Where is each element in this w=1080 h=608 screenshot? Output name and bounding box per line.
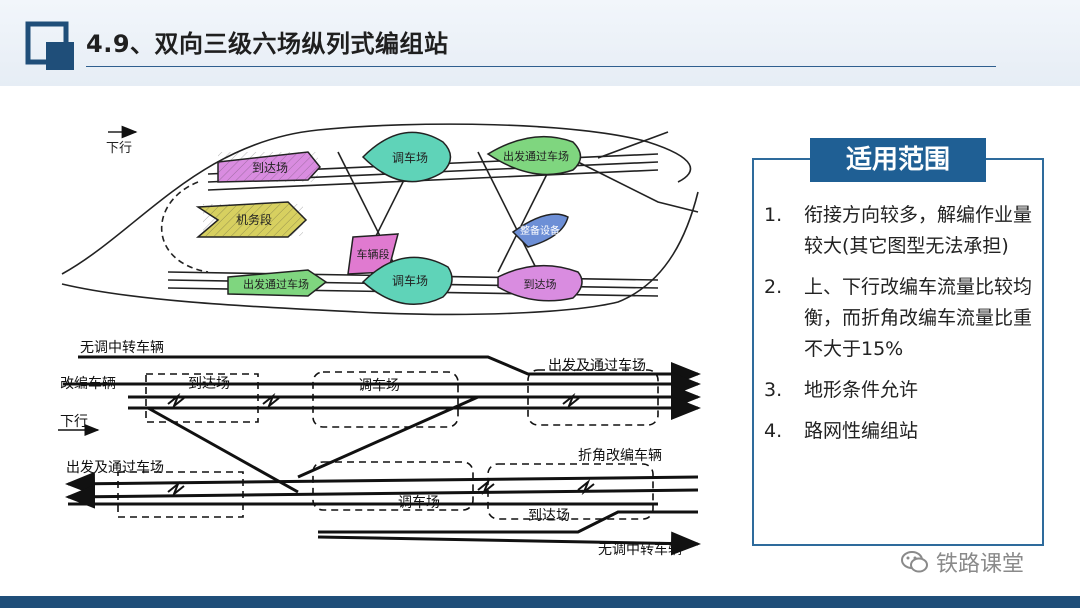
- yard-boxes: [117, 369, 659, 520]
- label-departure-1: 出发及通过车场: [548, 357, 646, 374]
- label-reclassify: 改编车辆: [60, 375, 116, 392]
- list-item-number: 1.: [764, 204, 783, 226]
- footer-bar: [0, 596, 1080, 608]
- applicability-list: 1. 衔接方向较多，解编作业量较大(其它图型无法承担) 2. 上、下行改编车流量…: [764, 200, 1036, 457]
- yard-label: 机务段: [236, 212, 272, 227]
- list-item: 3. 地形条件允许: [764, 375, 1036, 406]
- yard-box: [527, 369, 659, 426]
- list-item: 4. 路网性编组站: [764, 416, 1036, 447]
- label-through-bottom: 无调中转车辆: [598, 541, 682, 558]
- list-item-text: 地形条件允许: [804, 379, 919, 401]
- label-hump-1: 调车场: [358, 377, 400, 394]
- track-line: [78, 355, 701, 386]
- panel-heading: 适用范围: [810, 138, 986, 182]
- track-line: [160, 181, 209, 273]
- label-through-top: 无调中转车辆: [80, 339, 164, 356]
- yard-box: [117, 471, 244, 518]
- switch-mark: [562, 392, 580, 410]
- wechat-icon: [901, 551, 928, 573]
- yard-hump-down: 调车场: [361, 256, 453, 305]
- track-line: [597, 131, 669, 159]
- track-line: [61, 191, 699, 316]
- yard-layout-diagram: 到达场 调车场 出发通过车场 机务段 整备设备 车辆段 出发通过车场 调车场 到…: [58, 123, 701, 558]
- yard-arrival-down: 到达场: [497, 264, 583, 302]
- yard-box: [312, 371, 459, 428]
- watermark: 铁路课堂: [900, 546, 1024, 578]
- switch-mark: [167, 392, 185, 410]
- yard-label: 到达场: [524, 277, 557, 291]
- label-hump-2: 调车场: [398, 494, 440, 511]
- track-line: [318, 510, 698, 534]
- yard-label: 出发通过车场: [503, 149, 569, 163]
- yard-departure-down: 出发通过车场: [227, 269, 328, 297]
- logo-squares-icon: [25, 21, 74, 70]
- bottom-labels: 无调中转车辆 改编车辆 到达场 调车场 出发及通过车场 下行 出发及通过车场 折…: [60, 339, 682, 558]
- page-title: 4.9、双向三级六场纵列式编组站: [86, 30, 449, 58]
- track-line: [147, 406, 299, 494]
- label-arrival-1: 到达场: [188, 376, 230, 392]
- list-item-text: 衔接方向较多，解编作业量较大(其它图型无法承担): [804, 204, 1033, 257]
- yard-label: 调车场: [392, 150, 428, 165]
- track-line: [65, 471, 699, 496]
- applicability-panel: [752, 158, 1044, 546]
- direction-label: 下行: [106, 141, 132, 156]
- label-arrival-2: 到达场: [528, 508, 570, 524]
- title-divider: [86, 66, 996, 67]
- switch-mark: [167, 480, 185, 498]
- list-item-number: 3.: [764, 379, 783, 401]
- yard-box: [145, 373, 259, 423]
- list-item-number: 4.: [764, 420, 783, 442]
- list-item: 2. 上、下行改编车流量比较均衡，而折角改编车流量比重不大于15%: [764, 272, 1036, 365]
- yard-depot: 机务段: [195, 201, 308, 238]
- yard-label: 调车场: [392, 273, 428, 288]
- track-line: [577, 161, 699, 213]
- track-line: [477, 151, 539, 273]
- list-item: 1. 衔接方向较多，解编作业量较大(其它图型无法承担): [764, 200, 1036, 262]
- yard-box: [312, 461, 474, 511]
- track-line: [297, 395, 479, 479]
- list-item-text: 路网性编组站: [804, 420, 919, 442]
- list-item-text: 上、下行改编车流量比较均衡，而折角改编车流量比重不大于15%: [804, 276, 1033, 360]
- yard-label: 车辆段: [357, 247, 390, 261]
- yard-label: 整备设备: [520, 224, 560, 237]
- label-departure-2: 出发及通过车场: [66, 459, 164, 476]
- switch-mark: [477, 478, 495, 496]
- yard-arrival-up: 到达场: [217, 151, 321, 183]
- track-line: [65, 484, 699, 509]
- switch-mark: [262, 392, 280, 410]
- label-direction: 下行: [60, 414, 88, 430]
- list-item-number: 2.: [764, 276, 783, 298]
- track-line: [207, 169, 659, 191]
- yard-departure-up: 出发通过车场: [486, 135, 582, 176]
- yard-label: 到达场: [252, 161, 288, 175]
- track-line: [61, 123, 692, 275]
- yard-box: [487, 463, 654, 520]
- switch-mark: [577, 478, 595, 496]
- track-line: [317, 531, 701, 556]
- yard-hump-up: 调车场: [361, 131, 452, 183]
- switch-marks: [167, 392, 595, 498]
- yard-service: 整备设备: [511, 213, 569, 248]
- yard-label: 出发通过车场: [243, 277, 309, 291]
- header-bar: 4.9、双向三级六场纵列式编组站: [0, 0, 1080, 86]
- watermark-text: 铁路课堂: [936, 552, 1025, 577]
- label-corner: 折角改编车辆: [578, 447, 662, 464]
